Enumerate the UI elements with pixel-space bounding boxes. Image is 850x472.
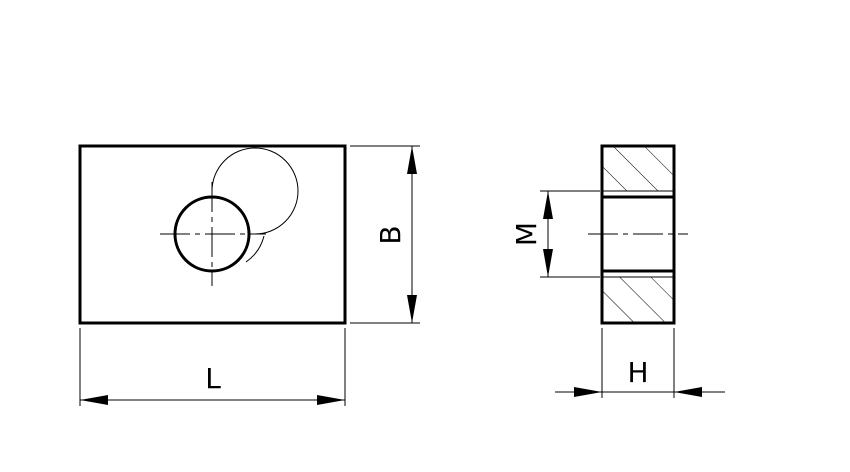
dimension-height: H	[555, 328, 725, 398]
arrowhead-left	[80, 395, 108, 405]
label-width: B	[374, 225, 407, 244]
arrowhead-height-left	[574, 387, 602, 397]
thread-outer-arc-tail	[245, 235, 265, 263]
arrowhead-bottom	[407, 295, 417, 323]
arrowhead-right	[317, 395, 345, 405]
thread-outer-arc	[211, 147, 299, 235]
section-view: M H	[510, 144, 725, 398]
dimension-width: B	[350, 145, 420, 324]
arrowhead-height-right	[674, 387, 702, 397]
label-length: L	[205, 362, 221, 395]
dimension-thread: M	[510, 190, 600, 278]
arrowhead-thread-bottom	[543, 249, 553, 277]
section-hatch-top	[602, 146, 674, 191]
arrowhead-top	[407, 146, 417, 174]
front-view: L B	[78, 144, 420, 406]
label-thread: M	[510, 222, 543, 246]
arrowhead-thread-top	[543, 191, 553, 219]
section-hatch-bottom	[602, 277, 674, 323]
dimension-length: L	[79, 328, 346, 406]
label-height: H	[627, 356, 648, 389]
threaded-hole	[160, 147, 299, 286]
front-view-outline	[78, 144, 347, 325]
